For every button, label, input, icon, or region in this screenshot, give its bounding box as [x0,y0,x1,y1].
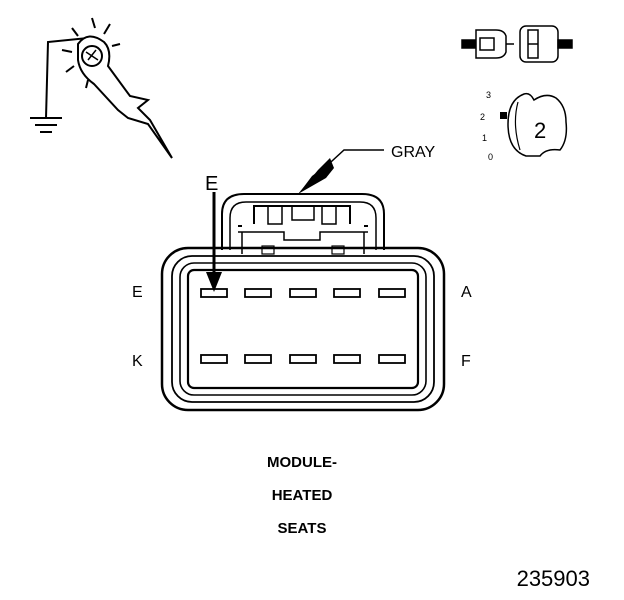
terminal-F [378,354,406,364]
test-light-probe-icon [30,17,173,159]
pin-label-top-right: A [461,284,472,301]
terminal-B [333,288,361,298]
terminal-A [378,288,406,298]
terminal-G [333,354,361,364]
view-number: 2 [534,118,546,143]
terminal-row-bottom [200,354,406,364]
terminal-C [289,288,317,298]
scale-label-0: 0 [488,152,493,162]
pointer-label: E [205,173,218,195]
pin-label-top-left: E [132,284,143,301]
connector-housing [160,193,446,412]
caption-line-1: MODULE- [267,454,337,471]
wire-color-label: GRAY [391,144,435,161]
terminal-K [200,354,228,364]
view-indicator-icon: 3 2 1 0 2 [480,90,568,162]
terminal-H [289,354,317,364]
connector-end-view-icon [461,25,573,63]
pointer-arrow [206,192,222,292]
pin-label-bottom-left: K [132,353,143,370]
scale-label-3: 3 [486,90,491,100]
scale-label-1: 1 [482,133,487,143]
terminal-row-top [200,288,406,298]
terminal-J [244,354,272,364]
scale-label-2: 2 [480,112,485,122]
pin-label-bottom-right: F [461,353,471,370]
connector-caption: MODULE- HEATED SEATS [200,446,404,545]
caption-line-3: SEATS [277,520,327,537]
figure-number: 235903 [516,566,590,591]
terminal-D [244,288,272,298]
caption-line-2: HEATED [271,487,333,504]
gray-leader-arrow [298,149,384,194]
